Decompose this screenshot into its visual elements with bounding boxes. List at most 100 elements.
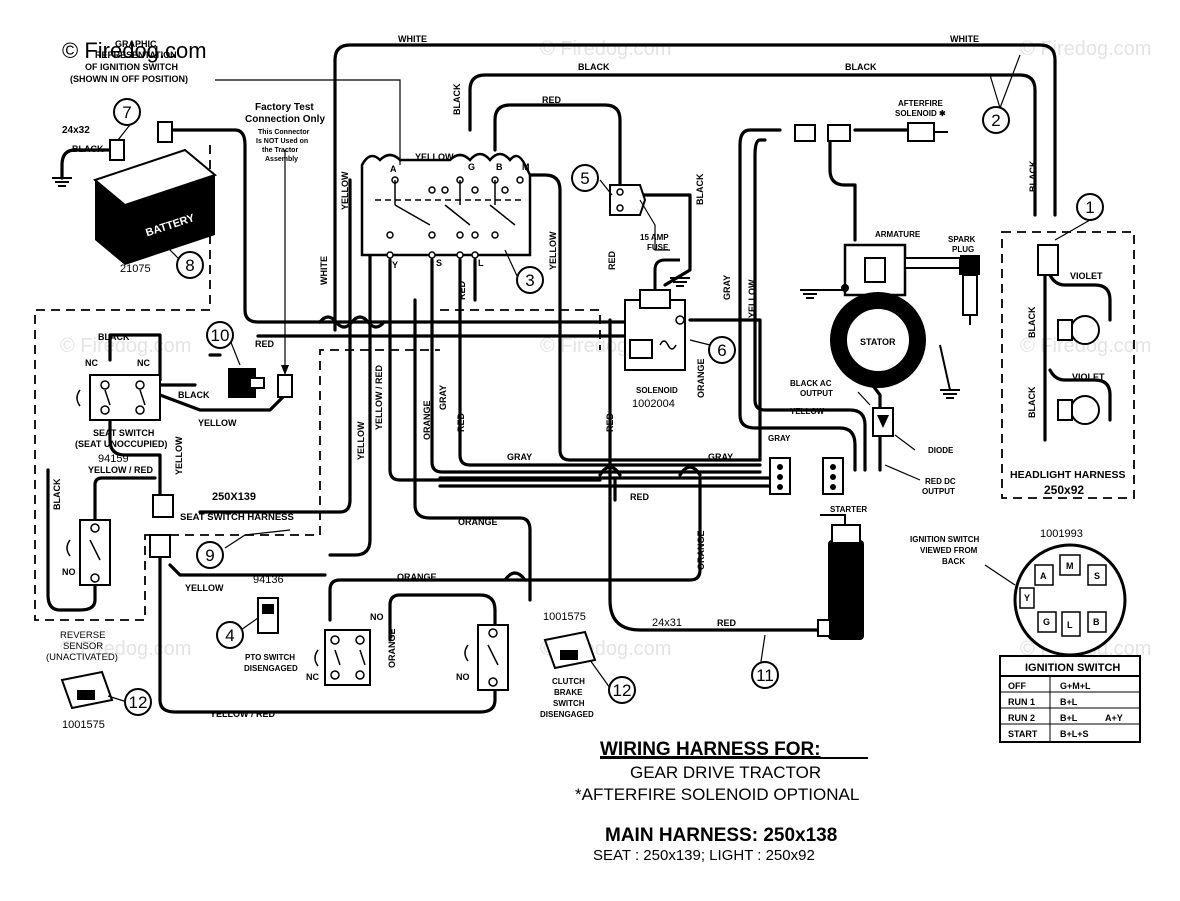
- seat-switch: [76, 374, 161, 421]
- ign-view-label: BACK: [942, 557, 965, 566]
- wire-label: ORANGE: [458, 517, 498, 527]
- spark-plug-label: PLUG: [952, 245, 974, 254]
- wire-label: ORANGE: [397, 572, 437, 582]
- ground-symbol: [670, 277, 690, 287]
- ignition-table-pos: RUN 1: [1008, 697, 1035, 707]
- ign-view-leader: [984, 564, 1016, 586]
- wire-label: RED: [542, 95, 562, 105]
- fuse: [609, 184, 670, 251]
- wire-battery-main: [163, 128, 632, 324]
- wire-label: YELLOW: [790, 407, 825, 416]
- red-dc-label: RED DC: [925, 477, 956, 486]
- wire-label: GRAY: [722, 275, 732, 300]
- harness-connector: [769, 457, 844, 495]
- afterfire-label: SOLENOID ✱: [895, 109, 946, 118]
- wire-l: [458, 258, 762, 467]
- svg-text:10: 10: [211, 326, 230, 345]
- callout: 4: [216, 621, 244, 649]
- callout: 8: [176, 251, 204, 279]
- diode-label: DIODE: [928, 446, 954, 455]
- wire-seat-nc: [108, 333, 162, 382]
- svg-text:8: 8: [185, 256, 194, 275]
- wire-label: BLACK: [52, 478, 62, 510]
- graphic-rep-label: REPRESENTATION: [95, 50, 177, 60]
- wire-label: GRAY: [507, 452, 532, 462]
- main-harness-title: MAIN HARNESS: 250x138: [605, 825, 837, 846]
- red-dc-label: OUTPUT: [922, 487, 955, 496]
- terminal-label: G: [468, 162, 475, 172]
- wire-yellow-bottom: [168, 563, 327, 577]
- reverse-label: REVERSE: [60, 630, 105, 641]
- contact-label: NO: [456, 672, 470, 682]
- reverse-label: (UNACTIVATED): [46, 652, 118, 663]
- seat-harness-connector: [149, 534, 171, 558]
- contact-label: NO: [62, 567, 76, 577]
- wire-label: WHITE: [950, 34, 979, 44]
- callout: 1: [1076, 193, 1104, 221]
- wire-label: ORANGE: [696, 530, 706, 570]
- contact-label: NC: [137, 358, 150, 368]
- wire-label: BLACK: [695, 173, 705, 205]
- spark-plug-label: SPARK: [948, 235, 976, 244]
- fuse-label: FUSE: [647, 243, 669, 252]
- reverse-part: 1001575: [62, 719, 105, 731]
- ign-part: 1001993: [1040, 528, 1083, 540]
- callout: 6: [708, 336, 736, 364]
- connector-10: [228, 368, 265, 398]
- svg-text:7: 7: [122, 103, 131, 122]
- armature: [841, 243, 961, 297]
- svg-text:9: 9: [205, 546, 214, 565]
- watermark: © Firedog.com: [1020, 335, 1151, 357]
- battery: BATTERY: [92, 121, 218, 265]
- terminal-label: S: [436, 258, 442, 268]
- wire-label: WHITE: [319, 256, 329, 285]
- callout: 12: [124, 688, 152, 716]
- wire-jump: [503, 571, 527, 582]
- wire-red-top: [493, 103, 622, 187]
- battery-terminal: [157, 121, 173, 143]
- harness-subtitle: SEAT : 250x139; LIGHT : 250x92: [593, 847, 815, 864]
- ignition-table-contacts: B+L: [1060, 697, 1078, 707]
- ground-symbol: [800, 289, 820, 299]
- factory-test-connector: [277, 150, 293, 398]
- wire-orange-2: [328, 478, 702, 622]
- svg-text:11: 11: [756, 666, 774, 685]
- wire-jump: [318, 315, 386, 329]
- callout: 9: [196, 541, 224, 569]
- wire-red-starter: [608, 318, 822, 632]
- graphic-rep-label: OF IGNITION SWITCH: [85, 62, 178, 72]
- ignition-table-pos: RUN 2: [1008, 713, 1035, 723]
- wire-orange-3: [388, 593, 497, 642]
- seat-harness-label: SEAT SWITCH HARNESS: [180, 512, 294, 523]
- wire-label: GRAY: [438, 385, 448, 410]
- clutch-label: BRAKE: [554, 688, 583, 697]
- wire-label: YELLOW: [415, 152, 454, 162]
- clutch-label: CLUTCH: [552, 677, 585, 686]
- wire-label: RED: [607, 250, 617, 270]
- callout: 12: [608, 676, 636, 704]
- wire-label: VIOLET: [1070, 271, 1103, 281]
- wire-label: ORANGE: [696, 358, 706, 398]
- wire-seat-yellow: [108, 418, 162, 502]
- wire-label: YELLOW / RED: [210, 709, 276, 719]
- pto-sensor: [257, 597, 279, 634]
- wire-afterfire: [828, 138, 857, 242]
- stator-label: STATOR: [860, 337, 896, 347]
- pto-label: DISENGAGED: [244, 664, 298, 673]
- spark-plug: [960, 255, 980, 325]
- wire-s: [430, 258, 762, 474]
- wire-label: WHITE: [398, 34, 427, 44]
- starter-label: STARTER: [830, 505, 867, 514]
- ignition-switch-back: [1013, 543, 1127, 657]
- clutch-sensor: [543, 630, 597, 670]
- wire-label: BLACK: [72, 144, 104, 154]
- solenoid-part: 1002004: [632, 398, 675, 410]
- wire-seat-black-2: [93, 476, 157, 522]
- wire-label: RED: [630, 492, 650, 502]
- battery-size: 24x32: [62, 125, 90, 136]
- svg-text:2: 2: [991, 111, 1000, 130]
- wire-label: BLACK: [178, 390, 210, 400]
- svg-text:6: 6: [717, 341, 726, 360]
- diode: [872, 407, 894, 437]
